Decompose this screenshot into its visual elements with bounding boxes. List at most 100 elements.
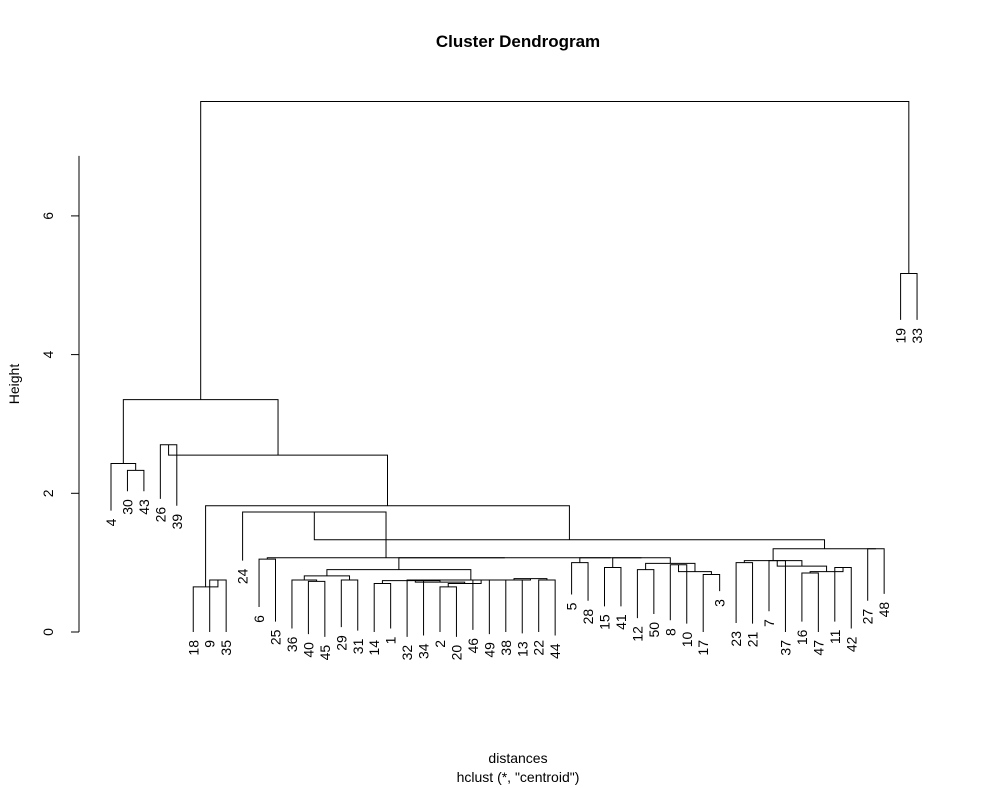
chart-title: Cluster Dendrogram — [436, 32, 600, 51]
leaf-label: 30 — [119, 499, 135, 515]
leaf-label: 2 — [432, 640, 448, 648]
branch-merge-49 — [200, 100, 910, 400]
leaf-label: 26 — [152, 507, 168, 523]
leaf-label: 25 — [268, 629, 284, 645]
y-tick-label: 0 — [40, 628, 56, 636]
branch-merge-39 — [809, 567, 844, 574]
leaf-label: 15 — [597, 614, 613, 630]
branch-merge-14 — [472, 579, 490, 635]
y-axis: 0 2 4 6 — [40, 155, 80, 636]
branch-merge-1 — [126, 469, 145, 492]
leaf-label: 9 — [202, 640, 218, 648]
branch-merge-26 — [669, 564, 688, 624]
branch-merge-9 — [340, 579, 359, 631]
leaf-label: 16 — [794, 629, 810, 645]
leaf-label: 38 — [498, 640, 514, 656]
branch-merge-29 — [645, 562, 696, 572]
branch-merge-24 — [604, 567, 622, 607]
branch-merge-34 — [242, 511, 387, 561]
leaf-label: 29 — [333, 635, 349, 651]
branch-merge-35 — [735, 562, 754, 624]
branch-merge-47 — [122, 399, 279, 464]
branch-merge-32 — [398, 557, 611, 570]
leaf-label: 50 — [646, 622, 662, 638]
branch-merge-45 — [205, 505, 570, 587]
leaf-label: 41 — [613, 614, 629, 630]
branch-merge-46 — [168, 444, 389, 506]
branch-merge-19 — [538, 579, 556, 636]
branch-merge-13 — [439, 586, 457, 637]
branch-merge-11 — [373, 582, 392, 632]
leaf-label: 36 — [284, 636, 300, 652]
x-axis-label: distances — [488, 750, 547, 766]
branch-merge-43 — [772, 548, 876, 561]
branch-merge-27 — [702, 573, 721, 632]
branch-merge-48 — [900, 272, 918, 320]
branch-merge-30 — [612, 557, 671, 568]
leaf-label: 8 — [662, 628, 678, 636]
branch-merge-44 — [313, 512, 826, 549]
leaf-label: 40 — [300, 642, 316, 658]
branch-merge-22 — [326, 569, 472, 580]
branch-merge-12 — [406, 579, 425, 637]
leaf-label: 46 — [465, 638, 481, 654]
leaf-label: 43 — [136, 499, 152, 515]
leaf-label: 14 — [366, 640, 382, 656]
leaf-label: 11 — [827, 629, 843, 644]
branch-merge-33 — [266, 557, 505, 560]
branch-merge-5 — [192, 579, 219, 632]
leaf-label: 18 — [185, 640, 201, 656]
method-sublabel: hclust (*, "centroid") — [457, 769, 580, 785]
leaf-label: 7 — [761, 619, 777, 627]
branch-merge-18 — [505, 579, 523, 634]
leaf-label: 44 — [547, 643, 563, 659]
branch-merge-28 — [678, 564, 712, 575]
leaf-label: 1 — [383, 636, 399, 644]
branch-merge-42 — [867, 548, 885, 601]
leaf-label: 42 — [843, 636, 859, 652]
leaf-label: 31 — [350, 638, 366, 654]
leaf-label: 35 — [218, 640, 234, 656]
branch-merge-41 — [743, 560, 803, 567]
y-tick-label: 2 — [40, 489, 56, 497]
leaf-label: 4 — [103, 518, 119, 526]
leaf-label: 20 — [448, 645, 464, 661]
dendrogram-branches — [110, 100, 918, 637]
leaf-label: 28 — [580, 609, 596, 625]
branch-merge-8 — [291, 579, 318, 629]
branch-merge-31 — [579, 557, 642, 563]
leaf-label: 22 — [531, 640, 547, 656]
leaf-label: 6 — [251, 615, 267, 623]
leaf-label: 5 — [564, 602, 580, 610]
leaf-label: 37 — [777, 640, 793, 656]
leaf-label: 33 — [909, 328, 925, 344]
y-tick-label: 4 — [40, 350, 56, 358]
leaf-label: 39 — [169, 514, 185, 530]
branch-merge-10 — [303, 575, 351, 580]
leaf-label: 32 — [399, 645, 415, 661]
leaf-label: 48 — [876, 602, 892, 618]
branch-merge-38 — [834, 567, 852, 629]
leaf-label: 19 — [893, 328, 909, 344]
branch-merge-6 — [258, 558, 276, 622]
leaf-label: 17 — [695, 640, 711, 656]
branch-merge-37 — [801, 572, 819, 632]
leaf-label: 23 — [728, 631, 744, 647]
leaf-label: 47 — [810, 640, 826, 656]
leaf-label: 34 — [416, 643, 432, 659]
leaf-label: 12 — [629, 626, 645, 642]
leaf-label: 27 — [860, 609, 876, 625]
leaf-label: 24 — [235, 568, 251, 584]
leaf-label: 21 — [745, 631, 761, 647]
branch-merge-25 — [636, 569, 655, 619]
leaf-label: 3 — [712, 599, 728, 607]
y-tick-label: 6 — [40, 212, 56, 220]
branch-merge-7 — [307, 580, 326, 637]
branch-merge-4 — [209, 579, 227, 632]
leaf-label: 45 — [317, 645, 333, 661]
y-axis-label: Height — [6, 364, 22, 405]
leaf-label: 10 — [679, 631, 695, 647]
